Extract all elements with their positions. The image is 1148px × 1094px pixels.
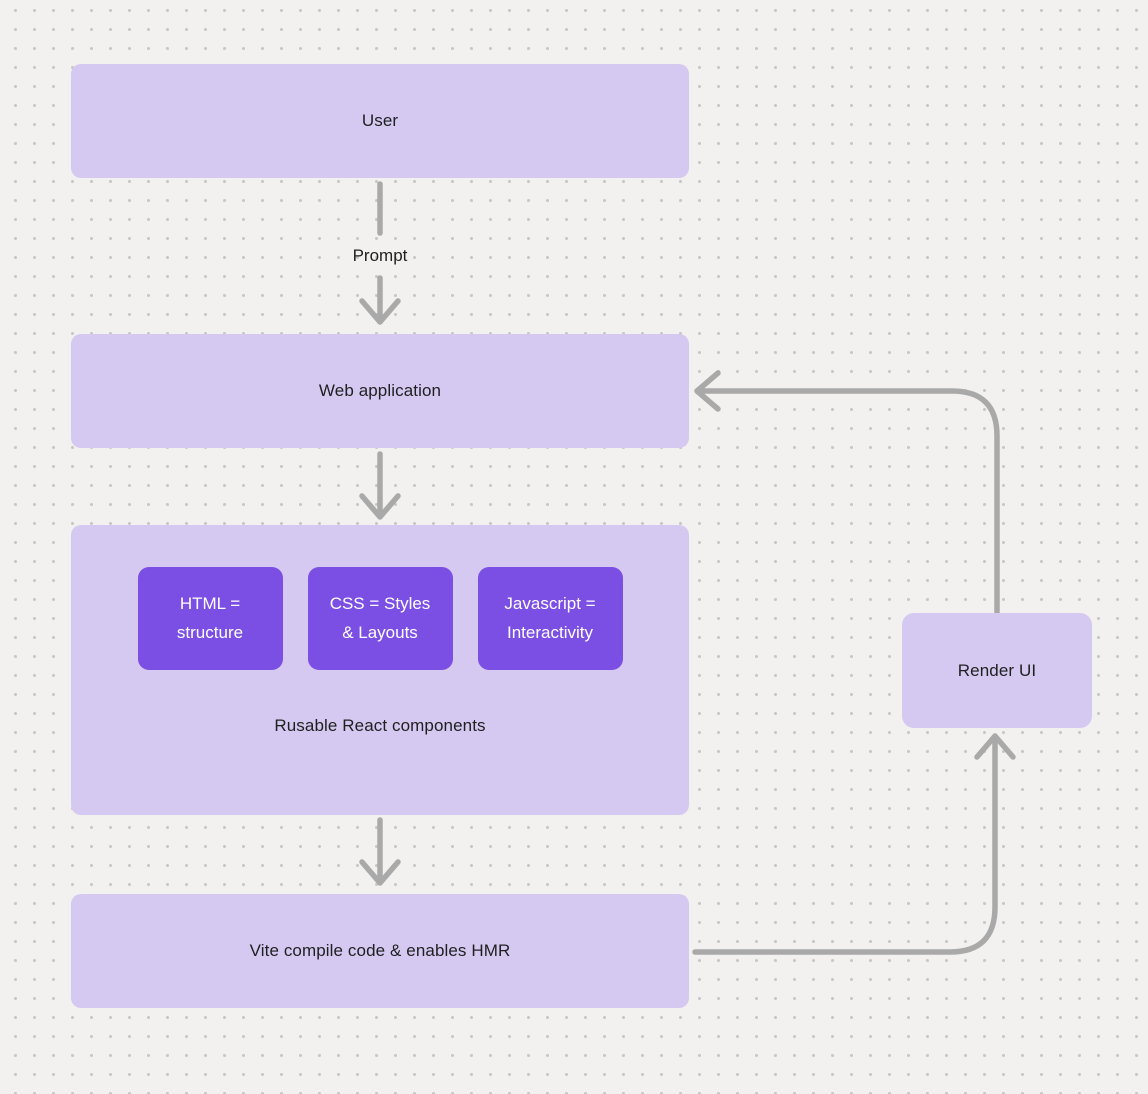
arrowhead-down-prompt-icon — [359, 298, 401, 325]
node-render-ui-label: Render UI — [957, 660, 1037, 680]
components-group-caption: Rusable React components — [274, 716, 486, 735]
edge-label-prompt: Prompt — [352, 246, 408, 265]
connector-vite-to-renderui-line — [692, 738, 998, 955]
arrowhead-up-renderui-icon — [974, 733, 1016, 760]
node-web-application-label: Web application — [318, 381, 442, 400]
node-components-group: HTML = structure CSS = Styles & Layouts … — [71, 525, 689, 815]
node-user-label: User — [361, 111, 399, 130]
arrowhead-down-webapp-icon — [359, 493, 401, 520]
chip-javascript-label: Javascript = Interactivity — [504, 593, 596, 642]
node-web-application: Web application — [71, 334, 689, 448]
node-user: User — [71, 64, 689, 178]
chip-css-label: CSS = Styles & Layouts — [329, 593, 431, 642]
chip-html: HTML = structure — [137, 567, 283, 670]
chip-javascript: Javascript = Interactivity — [477, 567, 623, 670]
connector-renderui-to-webapp-line — [698, 388, 1000, 616]
chip-html-label: HTML = structure — [176, 593, 244, 642]
node-vite: Vite compile code & enables HMR — [71, 894, 689, 1008]
arrowhead-down-group-icon — [359, 859, 401, 886]
chip-row: HTML = structure CSS = Styles & Layouts … — [71, 567, 689, 670]
node-vite-label: Vite compile code & enables HMR — [249, 941, 511, 960]
node-render-ui: Render UI — [902, 613, 1092, 728]
arrowhead-left-webapp-icon — [694, 370, 721, 412]
chip-css: CSS = Styles & Layouts — [307, 567, 453, 670]
